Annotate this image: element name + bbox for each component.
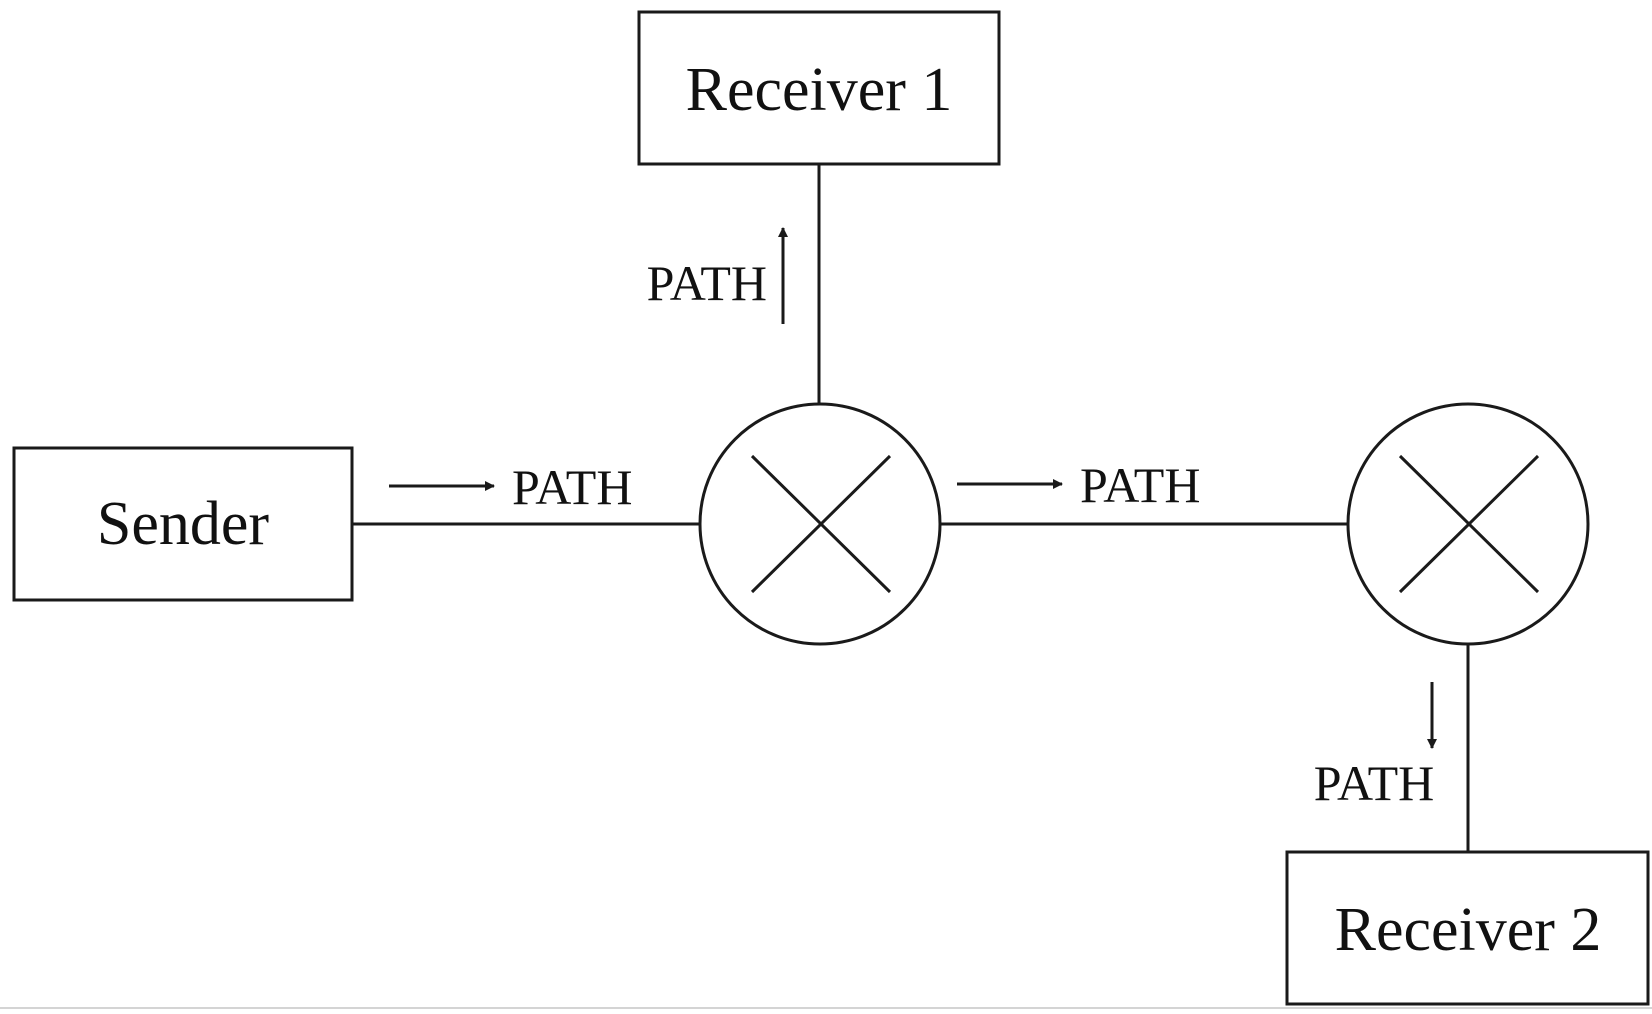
router-2	[1346, 402, 1590, 646]
sender-label: Sender	[97, 490, 270, 558]
path-label-sender-router1: PATH	[512, 459, 632, 515]
path-label-router2-receiver2: PATH	[1314, 755, 1434, 811]
path-label-router1-receiver1: PATH	[647, 255, 767, 311]
path-label-router1-router2: PATH	[1080, 457, 1200, 513]
receiver2-label: Receiver 2	[1335, 896, 1602, 964]
receiver1-box	[637, 10, 1001, 166]
receiver2-box	[1285, 850, 1650, 1006]
router-1-cross-b	[750, 454, 892, 594]
sender-box	[12, 446, 354, 602]
receiver1-label: Receiver 1	[686, 56, 953, 124]
router-1	[698, 402, 942, 646]
router-2-cross-b	[1398, 454, 1540, 594]
